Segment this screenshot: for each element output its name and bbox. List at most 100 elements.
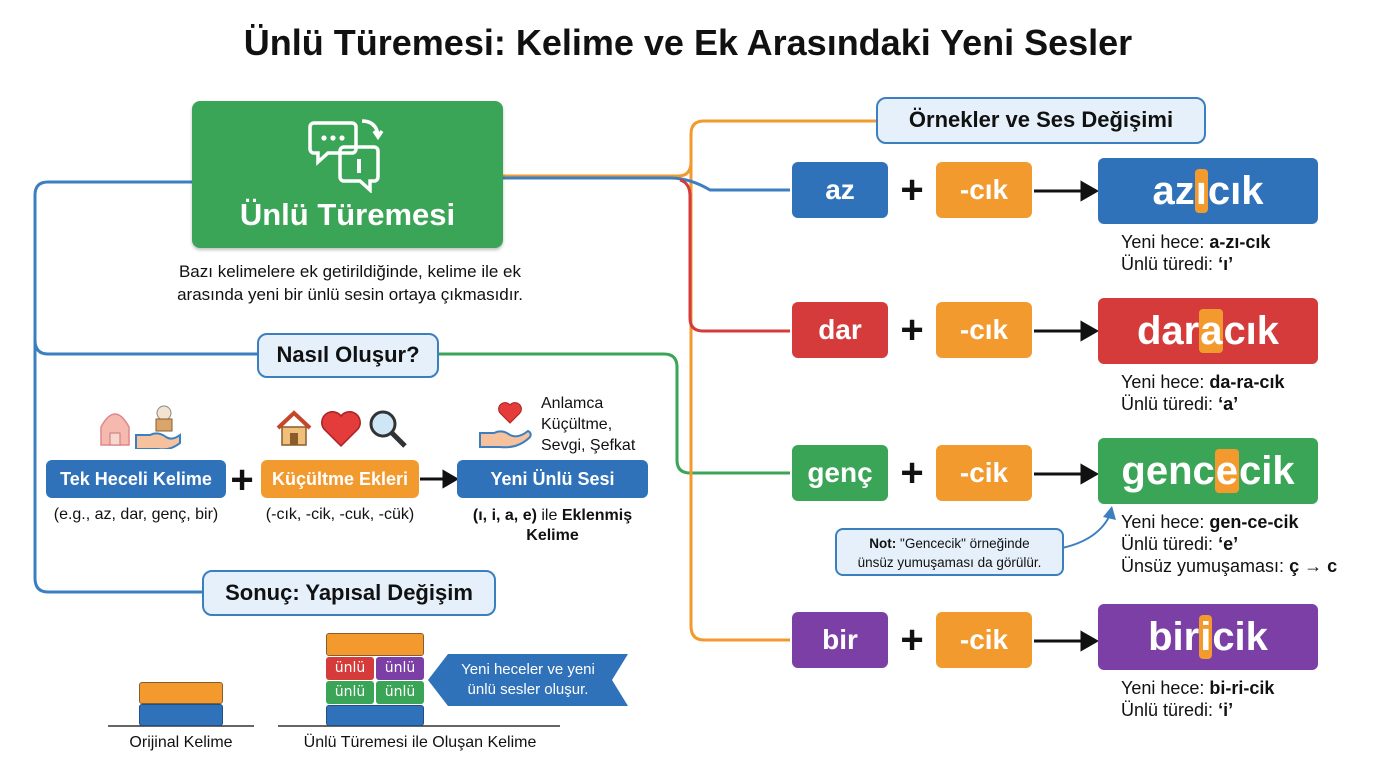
vowel-line-value: ‘a’ <box>1218 394 1239 414</box>
step-single-syllable: Tek Heceli Kelime <box>46 460 226 498</box>
step-diminutive-suffix: Küçültme Ekleri <box>261 460 419 498</box>
syllable-line-label: Yeni hece: <box>1121 372 1210 392</box>
step-new-vowel: Yeni Ünlü Sesi <box>457 460 648 498</box>
result-pill: Sonuç: Yapısal Değişim <box>202 570 496 616</box>
meaning-line: Küçültme, <box>541 416 613 433</box>
meaning-line: Sevgi, Şefkat <box>541 437 636 454</box>
note-line2: ünsüz yumuşaması da görülür. <box>857 555 1042 570</box>
original-label: Orijinal Kelime <box>129 734 233 751</box>
hero-card: Ünlü Türemesi <box>192 101 503 248</box>
hero-description-line: arasında yeni bir ünlü sesin ortaya çıkm… <box>177 285 523 304</box>
inserted-vowel: i <box>1199 615 1213 659</box>
example-suffix: -cik <box>936 445 1032 501</box>
example-root: az <box>792 162 888 218</box>
syllable-line: Yeni hece: da-ra-cık <box>1121 371 1371 393</box>
step3-caption-mid: ile <box>536 507 562 524</box>
syllable-line: Yeni hece: a-zı-cık <box>1121 231 1371 253</box>
vowel-line-value: ‘ı’ <box>1218 254 1234 274</box>
vowel-line-label: Ünlü türedi: <box>1121 254 1219 274</box>
result-suffix-part: cık <box>1223 309 1280 353</box>
result-root-part: az <box>1152 169 1195 213</box>
note-text: "Gencecik" örneğinde <box>896 536 1030 551</box>
examples-pill: Örnekler ve Ses Değişimi <box>876 97 1206 144</box>
step1-caption: (e.g., az, dar, genç, bir) <box>53 506 219 523</box>
plus-sign: + <box>900 451 924 495</box>
callout-line: ünlü sesler oluşur. <box>467 681 589 698</box>
syllable-line-label: Yeni hece: <box>1121 232 1210 252</box>
result-suffix-part: cik <box>1239 449 1295 493</box>
callout-arrow-shape <box>428 654 628 706</box>
meaning-line: Anlamca <box>541 395 604 412</box>
result-suffix-part: cik <box>1212 615 1268 659</box>
syllable-line-value: da-ra-cık <box>1209 372 1285 392</box>
example-result: azıcık <box>1098 158 1318 224</box>
example-root: bir <box>792 612 888 668</box>
example-result: biricik <box>1098 604 1318 670</box>
house-icon <box>100 413 130 446</box>
vowel-block: ünlü <box>376 681 424 704</box>
heart-icon <box>321 411 361 448</box>
example-suffix: -cık <box>936 302 1032 358</box>
how-pill: Nasıl Oluşur? <box>257 333 439 378</box>
magnifier-icon <box>369 410 407 448</box>
chat-bubbles-icon <box>308 119 384 193</box>
note-box: Not: "Gencecik" örneğinde ünsüz yumuşama… <box>835 528 1064 576</box>
step2-caption: (-cık, -cik, -cuk, -cük) <box>265 506 415 523</box>
vowel-line: Ünlü türedi: ‘e’ <box>1121 533 1371 555</box>
inserted-vowel: ı <box>1194 169 1208 213</box>
syllable-line-label: Yeni hece: <box>1121 678 1210 698</box>
syllable-line-label: Yeni hece: <box>1121 512 1210 532</box>
original-stack-top <box>139 682 223 704</box>
step3-caption: (ı, i, a, e) ile Eklenmiş Kelime <box>450 506 655 546</box>
callout-line: Yeni heceler ve yeni <box>461 661 595 678</box>
derived-stack-top <box>326 633 424 656</box>
consonant-line-value: ç → c <box>1289 556 1338 576</box>
plus-sign: + <box>230 458 254 502</box>
hero-label: Ünlü Türemesi <box>239 197 456 232</box>
vowel-line: Ünlü türedi: ‘i’ <box>1121 699 1371 721</box>
inserted-vowel: e <box>1214 449 1239 493</box>
consonant-line: Ünsüz yumuşaması: ç → c <box>1121 555 1371 577</box>
note-bold: Not: <box>869 536 897 551</box>
house-icon <box>276 410 312 446</box>
syllable-line-value: gen-ce-cik <box>1209 512 1299 532</box>
example-result: gencecik <box>1098 438 1318 504</box>
original-stack-bottom <box>139 704 223 726</box>
example-root: genç <box>792 445 888 501</box>
result-root-part: genc <box>1121 449 1215 493</box>
vowel-line-label: Ünlü türedi: <box>1121 700 1219 720</box>
plus-sign: + <box>900 308 924 352</box>
heart-hand-icon <box>479 402 532 449</box>
result-root-part: dar <box>1136 309 1200 353</box>
step3-caption-bold: Eklenmiş <box>561 507 633 524</box>
vowel-line-value: ‘i’ <box>1218 700 1234 720</box>
syllable-line: Yeni hece: gen-ce-cik <box>1121 511 1371 533</box>
vowel-line: Ünlü türedi: ‘a’ <box>1121 393 1371 415</box>
plus-sign: + <box>900 168 924 212</box>
example-result: daracık <box>1098 298 1318 364</box>
syllable-line: Yeni hece: bi-ri-cik <box>1121 677 1371 699</box>
step3-caption-line2: Kelime <box>526 527 579 544</box>
example-suffix: -cık <box>936 162 1032 218</box>
syllable-line-value: a-zı-cık <box>1209 232 1271 252</box>
derived-label: Ünlü Türemesi ile Oluşan Kelime <box>303 734 537 751</box>
callout-text: Yeni heceler ve yeni ünlü sesler oluşur. <box>448 660 608 700</box>
vowel-block: ünlü <box>326 657 374 680</box>
plus-sign: + <box>900 618 924 662</box>
example-suffix: -cik <box>936 612 1032 668</box>
step3-caption-vowels: (ı, i, a, e) <box>472 507 537 524</box>
hand-gift-icon <box>135 405 181 449</box>
inserted-vowel: a <box>1199 309 1224 353</box>
vowel-line: Ünlü türedi: ‘ı’ <box>1121 253 1371 275</box>
consonant-line-label: Ünsüz yumuşaması: <box>1121 556 1290 576</box>
result-suffix-part: cık <box>1207 169 1264 213</box>
hero-description: Bazı kelimelere ek getirildiğinde, kelim… <box>130 260 570 306</box>
result-root-part: bir <box>1148 615 1200 659</box>
example-root: dar <box>792 302 888 358</box>
vowel-block: ünlü <box>326 681 374 704</box>
